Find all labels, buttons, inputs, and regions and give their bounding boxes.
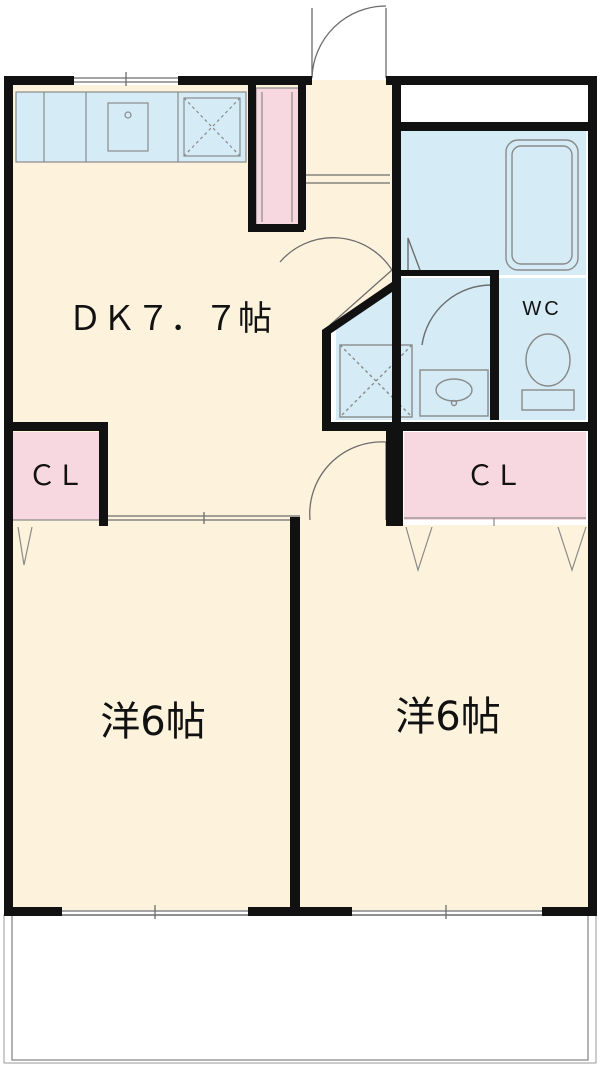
wash-basin-icon [419,369,489,417]
toilet-floor [498,278,586,420]
entrance-door-icon [311,5,387,79]
kitchen-fixtures [43,92,241,162]
western-room-right-floor [300,525,588,910]
dk-room-label: ＤＫ７．７帖 [68,299,272,339]
washroom-floor [336,278,492,420]
closet-left-label: ＣＬ [28,459,84,492]
washing-machine-icon [339,344,413,418]
western-room-right-label: 洋6帖 [395,694,500,740]
bathroom-floor [400,130,586,275]
closet-left-floor [12,432,100,520]
bedroom-door-icon [309,441,387,521]
stove-icon [183,97,241,157]
hall-door-icon [279,237,393,326]
kitchen-sink-icon [107,102,149,152]
shoe-closet [255,87,301,227]
floors [12,80,588,910]
doors [62,5,542,919]
closet-right-floor [404,432,586,520]
toilet-tank-icon [521,389,575,411]
toilet-bowl-icon [525,333,571,387]
western-room-left-label: 洋6帖 [100,699,205,745]
balcony [3,914,597,1064]
walls [4,76,597,916]
closet-right-label: ＣＬ [466,459,522,492]
toilet-label: WC [522,298,561,320]
western-room-left-floor [12,525,300,910]
kitchen-counter [15,91,247,163]
closet-details [12,92,587,573]
bathtub-icon [505,139,579,271]
